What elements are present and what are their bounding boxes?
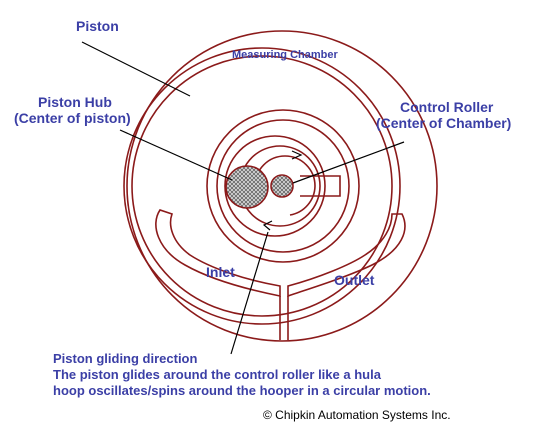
inner-ring-2 [216, 119, 350, 253]
label-gliding-1: Piston gliding direction [53, 351, 198, 366]
inner-ring-1 [206, 109, 360, 263]
control-roller-pointer [292, 141, 405, 184]
gliding-direction-pointer [230, 231, 269, 355]
label-gliding-3: hoop oscillates/spins around the hooper … [53, 383, 431, 398]
inner-ring-3 [224, 135, 326, 237]
piston-pointer [81, 41, 191, 97]
piston-hub [225, 165, 269, 209]
measuring-chamber-outer [126, 30, 438, 342]
outlet-lobe [287, 213, 406, 298]
label-outlet: Outlet [334, 272, 375, 288]
label-inlet: Inlet [206, 264, 235, 280]
inner-ring-5 [254, 155, 316, 216]
piston-ring-outer [123, 47, 401, 325]
label-piston-hub-2: (Center of piston) [14, 110, 131, 126]
label-measuring-chamber: Measuring Chamber [232, 49, 338, 61]
control-roller [270, 174, 294, 198]
piston-hub-pointer [119, 129, 233, 181]
label-control-roller-2: (Center of Chamber) [376, 115, 511, 131]
roller-slot [300, 175, 341, 197]
label-control-roller-1: Control Roller [400, 99, 494, 115]
label-gliding-2: The piston glides around the control rol… [53, 367, 382, 382]
label-piston: Piston [76, 18, 119, 34]
piston-ring-2 [131, 55, 393, 317]
rotation-arrow-top [291, 150, 303, 160]
rotation-arrow-bottom [262, 220, 273, 231]
copyright: © Chipkin Automation Systems Inc. [263, 408, 451, 422]
label-piston-hub-1: Piston Hub [38, 94, 112, 110]
